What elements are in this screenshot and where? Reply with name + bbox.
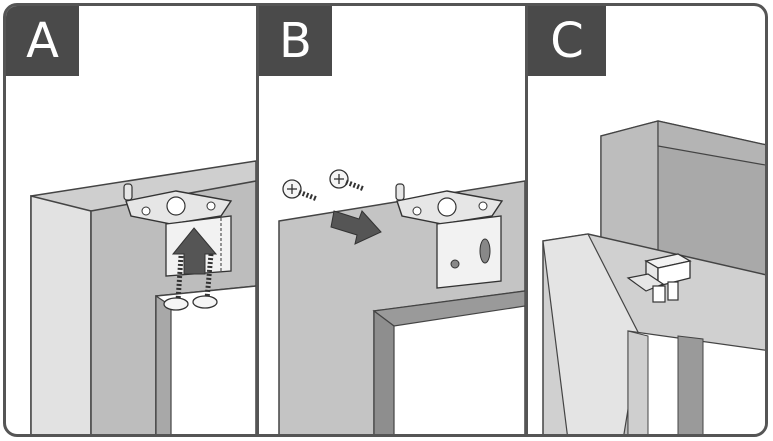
panel-divider [256, 6, 259, 434]
panel-label: B [259, 6, 332, 76]
screw-icon [329, 169, 365, 192]
arrow-right-icon [330, 210, 382, 245]
screw-icon [192, 253, 218, 309]
arrow-up-icon [171, 227, 218, 275]
panel-c: C [528, 6, 765, 434]
screw-icon [282, 179, 318, 202]
bracket-icon [395, 183, 504, 289]
screw-icon [163, 255, 189, 311]
clip-icon [626, 253, 692, 303]
panel-label: A [6, 6, 79, 76]
panel-a: A [6, 6, 256, 434]
panel-label: C [528, 6, 606, 76]
instruction-frame: A [3, 3, 768, 437]
panel-c-illustration [542, 120, 765, 434]
panel-b-illustration [278, 169, 525, 434]
panel-b: B [259, 6, 525, 434]
panel-divider [525, 6, 528, 434]
panel-a-illustration [30, 160, 256, 434]
